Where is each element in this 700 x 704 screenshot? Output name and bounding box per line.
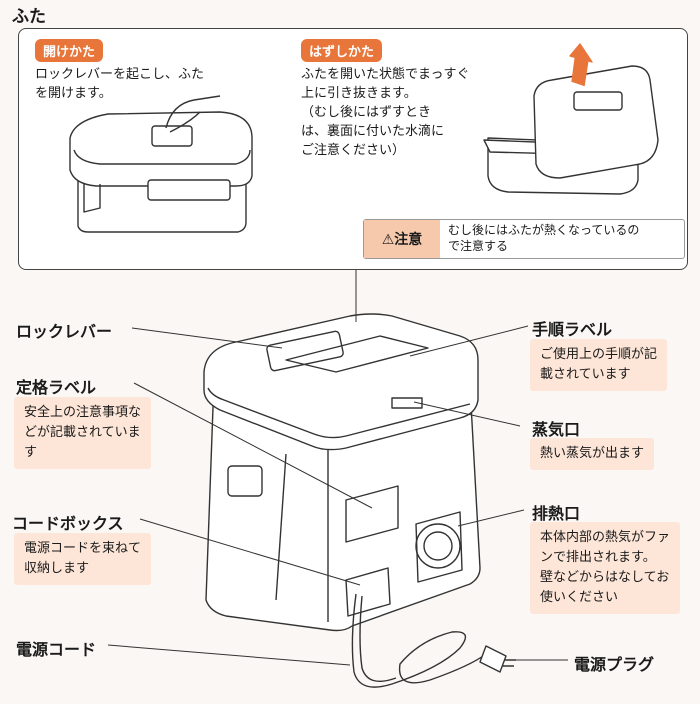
remove-tag: はずしかた [301,39,383,62]
power-plug-label: 電源プラグ [574,655,655,674]
power-cord-label: 電源コード [16,640,97,659]
steam-outlet-desc: 熱い蒸気が出ます [530,438,655,470]
section-title: ふた [12,7,46,27]
steam-outlet-label: 蒸気口 [532,420,581,439]
caution-text: むし後にはふたが熱くなっているの で注意する [448,223,640,253]
leader-lines [107,270,568,666]
cord-box-desc: 電源コードを束ねて 収納します [14,533,152,585]
machine-remove-illustration [483,43,659,195]
procedure-label-desc: ご使用上の手順が記 載されています [530,339,668,391]
main-machine-illustration [203,313,516,688]
lock-lever-label: ロックレバー [16,322,113,341]
exhaust-desc: 本体内部の熱気がファ ンで排出されます。 壁などからはなしてお 使いください [530,522,681,614]
open-tag: 開けかた [35,39,104,62]
remove-text: ふたを開いた状態でまっすぐ 上に引き抜きます。 （むし後にはずすとき は、裏面に… [301,67,470,158]
rating-label-label: 定格ラベル [16,378,97,397]
rating-label-desc: 安全上の注意事項な どが記載されていま す [14,397,152,469]
cord-box-label: コードボックス [12,514,124,533]
machine-open-illustration [69,95,253,233]
procedure-label-label: 手順ラベル [532,320,613,339]
caution-head: ⚠注意 [364,220,440,258]
exhaust-label: 排熱口 [532,504,581,523]
open-text: ロックレバーを起こし、ふた を開けます。 [35,67,205,101]
caution-box: ⚠注意 むし後にはふたが熱くなっているの で注意する [363,219,685,259]
